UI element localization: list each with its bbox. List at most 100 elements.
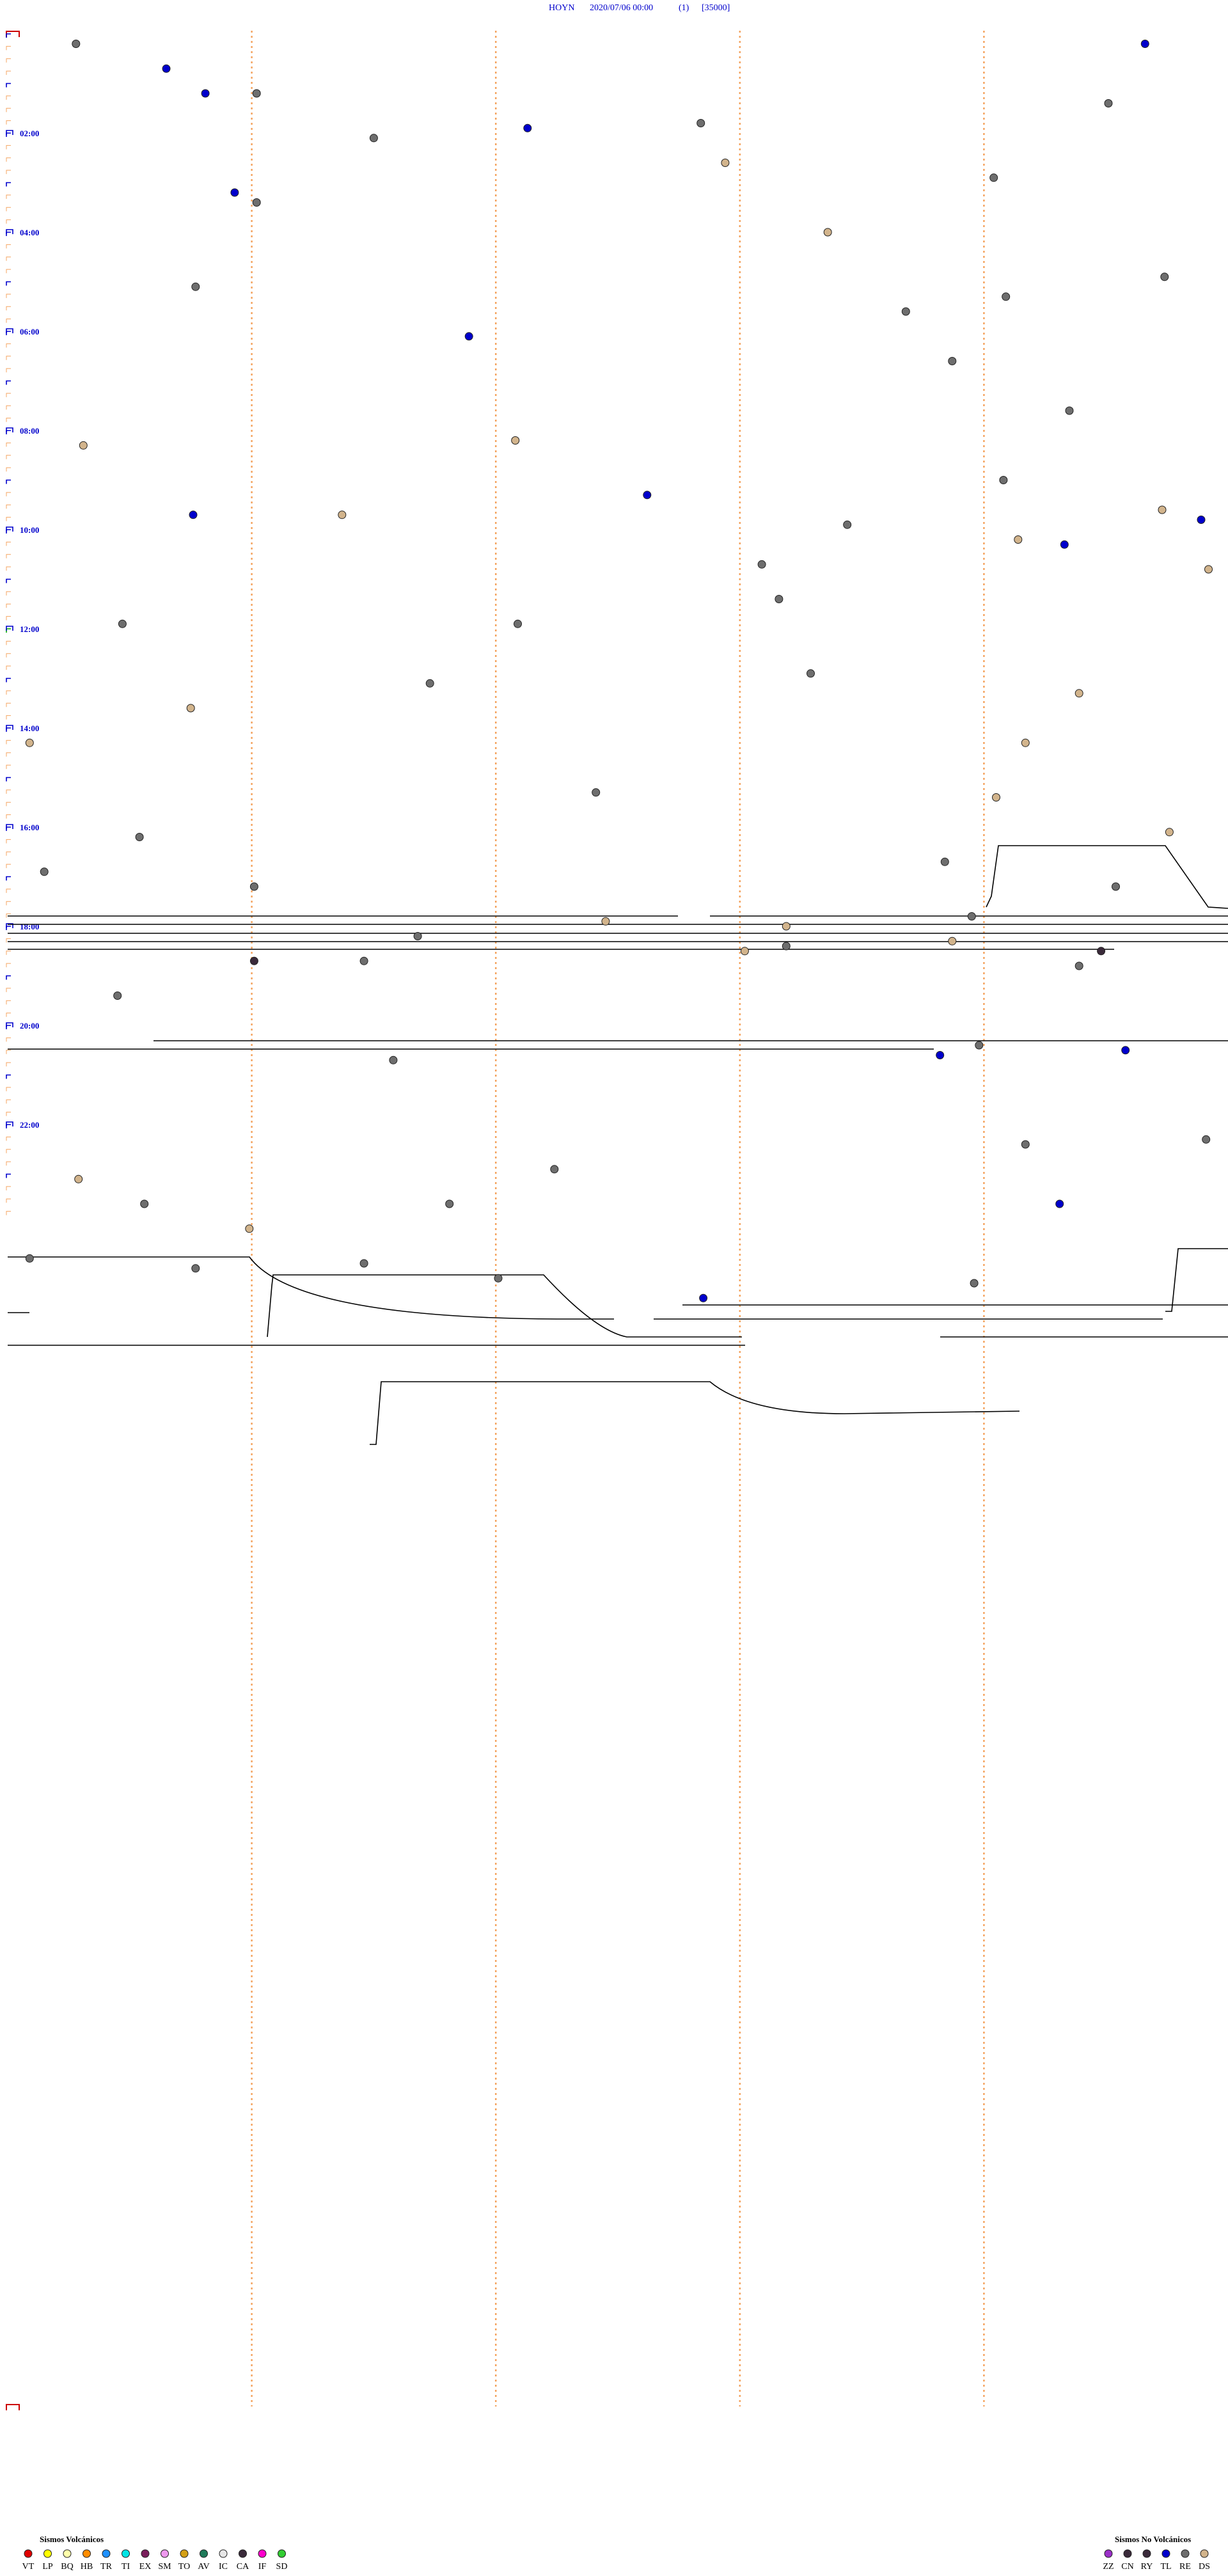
event-marker <box>936 1051 945 1059</box>
trace-tick <box>6 665 11 670</box>
hour-label: 16:00 <box>20 823 39 832</box>
event-marker <box>25 1254 34 1263</box>
event-marker <box>79 441 88 450</box>
trace-tick <box>6 170 11 175</box>
event-marker <box>72 40 81 48</box>
trace-tick <box>6 876 11 881</box>
trace-tick <box>6 120 11 125</box>
legend-code: EX <box>139 2562 152 2572</box>
event-marker <box>992 793 1000 802</box>
trace-tick <box>6 603 11 608</box>
trace-tick <box>6 467 11 472</box>
legend-swatch <box>141 2549 150 2558</box>
legend-code: SM <box>158 2562 171 2572</box>
trace-tick <box>6 58 11 63</box>
trace-tick <box>6 913 11 918</box>
event-marker <box>1121 1046 1130 1055</box>
trace-line-ticks <box>6 33 11 1215</box>
trace-tick <box>6 368 11 373</box>
legend-code: TI <box>122 2562 130 2572</box>
trace-tick <box>6 1198 11 1203</box>
event-marker <box>511 436 520 445</box>
trace-tick <box>6 1000 11 1005</box>
trace-tick <box>6 145 11 150</box>
event-marker <box>592 788 601 797</box>
header-scale: [35000] <box>702 3 730 13</box>
event-marker <box>74 1174 83 1183</box>
legend-swatch <box>258 2549 267 2558</box>
event-marker <box>697 119 705 127</box>
legend-code: VT <box>22 2562 35 2572</box>
event-marker <box>699 1293 708 1302</box>
hour-label: 02:00 <box>20 129 39 138</box>
trace-tick <box>6 901 11 906</box>
event-marker <box>601 917 610 926</box>
trace-tick <box>6 157 11 162</box>
event-marker <box>113 992 122 1000</box>
trace-tick <box>6 83 11 88</box>
event-markers <box>25 40 1213 1302</box>
event-marker <box>1112 882 1120 891</box>
event-marker <box>252 198 261 207</box>
trace-tick <box>6 1074 11 1079</box>
legend-swatch <box>1142 2549 1151 2558</box>
trace-tick <box>6 504 11 509</box>
waveform-trace <box>370 1381 1020 1445</box>
legend-swatch <box>63 2549 72 2558</box>
trace-tick <box>6 132 11 137</box>
waveform-trace <box>267 1274 742 1338</box>
header-index: (1) <box>679 3 689 13</box>
trace-tick <box>6 777 11 782</box>
trace-tick <box>6 963 11 968</box>
event-marker <box>464 332 473 341</box>
trace-tick <box>6 926 11 930</box>
trace-tick <box>6 257 11 261</box>
legend-swatch <box>1161 2549 1170 2558</box>
hour-label: 22:00 <box>20 1120 39 1130</box>
trace-tick <box>6 1037 11 1042</box>
event-marker <box>1074 689 1083 698</box>
event-marker <box>249 956 258 965</box>
event-marker <box>230 188 239 197</box>
trace-tick <box>6 1124 11 1128</box>
trace-tick <box>6 814 11 819</box>
trace-tick <box>6 677 11 683</box>
trace-tick <box>6 1149 11 1153</box>
event-marker <box>901 307 910 316</box>
trace-tick <box>6 1013 11 1017</box>
legend-swatch <box>102 2549 111 2558</box>
event-marker <box>413 932 422 940</box>
legend-code: RE <box>1179 2562 1191 2572</box>
legend-swatch <box>239 2549 247 2558</box>
legend-code: SD <box>276 2562 288 2572</box>
event-marker <box>338 510 347 519</box>
event-marker <box>359 1259 368 1268</box>
legend-code: LP <box>42 2562 53 2572</box>
trace-tick <box>6 306 11 311</box>
legend-swatch <box>200 2549 208 2558</box>
trace-tick <box>6 752 11 757</box>
trace-tick <box>6 851 11 856</box>
hour-tick <box>6 328 13 333</box>
event-marker <box>369 134 378 143</box>
trace-tick <box>6 889 11 893</box>
event-marker <box>782 922 791 931</box>
event-marker <box>514 619 522 628</box>
event-marker <box>975 1041 984 1050</box>
event-marker <box>359 956 368 965</box>
trace-tick <box>6 45 11 51</box>
event-marker <box>25 738 34 747</box>
trace-tick <box>6 1099 11 1104</box>
event-marker <box>823 228 832 237</box>
event-marker <box>948 357 957 365</box>
trace-tick <box>6 1025 11 1029</box>
trace-tick <box>6 1173 11 1178</box>
trace-tick <box>6 95 11 100</box>
trace-tick <box>6 702 11 707</box>
trace-tick <box>6 492 11 496</box>
event-marker <box>967 912 976 921</box>
event-marker <box>1202 1135 1211 1144</box>
header-datetime: 2020/07/06 00:00 <box>590 3 653 13</box>
trace-tick <box>6 1136 11 1141</box>
